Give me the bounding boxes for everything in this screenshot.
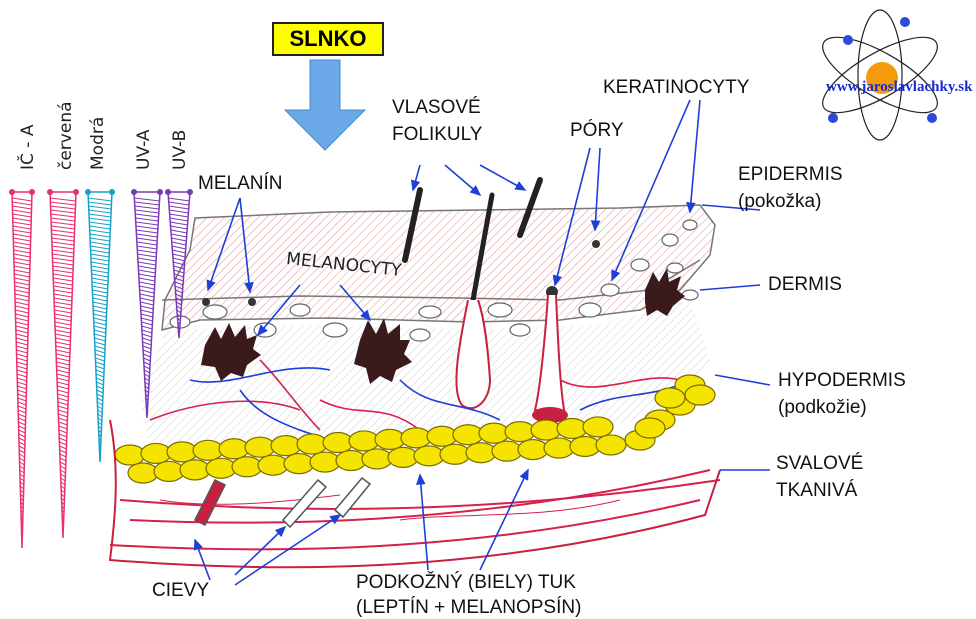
fat-cell (336, 451, 366, 471)
fat-cell (232, 457, 262, 477)
label-dermis: DERMIS (768, 274, 842, 296)
spectrum-label-ir: IČ - A (18, 125, 38, 170)
label-pokozka: (pokožka) (738, 191, 821, 213)
fat-cell (310, 452, 340, 472)
spectrum-label-blue: Modrá (88, 117, 108, 170)
spectrum-wedge (12, 192, 32, 548)
fat-cell (115, 445, 145, 465)
fat-cell (544, 438, 574, 458)
fat-cell (297, 434, 327, 454)
spectrum-label-uva: UV-A (134, 130, 154, 170)
fat-cell (635, 418, 665, 438)
label-melanin: MELANÍN (198, 173, 282, 195)
fat-cell (557, 418, 587, 438)
fat-cell (453, 425, 483, 445)
fat-cell (685, 385, 715, 405)
logo-website-text: www.jaroslavlachky.sk (826, 79, 972, 96)
fat-cell (349, 431, 379, 451)
fat-cell (466, 443, 496, 463)
fat-cell (596, 435, 626, 455)
label-tuk: PODKOŽNÝ (BIELY) TUK (356, 572, 576, 594)
fat-cell (583, 417, 613, 437)
label-folikuly: FOLIKULY (392, 124, 482, 146)
spectrum-label-red: červená (56, 101, 76, 170)
fat-cell (414, 446, 444, 466)
fat-cell (388, 447, 418, 467)
spectrum-label-uvb: UV-B (170, 130, 190, 170)
fat-cell (180, 460, 210, 480)
sun-label: SLNKO (272, 22, 384, 56)
fat-cell (167, 442, 197, 462)
fat-cell (219, 439, 249, 459)
label-tkaniva: TKANIVÁ (776, 480, 857, 502)
label-epidermis: EPIDERMIS (738, 164, 843, 186)
fat-cell (206, 458, 236, 478)
fat-cell (245, 437, 275, 457)
label-hypodermis: HYPODERMIS (778, 370, 906, 392)
label-pory: PÓRY (570, 120, 624, 142)
fat-cell (655, 388, 685, 408)
label-svalove: SVALOVÉ (776, 453, 863, 475)
fat-cell (440, 444, 470, 464)
fat-cell (128, 463, 158, 483)
fat-cell (570, 436, 600, 456)
fat-cell (427, 426, 457, 446)
fat-cell (284, 454, 314, 474)
fat-cell (375, 429, 405, 449)
fat-cell (154, 461, 184, 481)
fat-cell (141, 443, 171, 463)
fat-cell (518, 440, 548, 460)
label-podkozie: (podkožie) (778, 397, 867, 419)
fat-cell (193, 440, 223, 460)
label-vlasove: VLASOVÉ (392, 97, 481, 119)
label-tuk-sub: (LEPTÍN + MELANOPSÍN) (356, 597, 581, 619)
fat-cell (531, 420, 561, 440)
fat-cell (258, 455, 288, 475)
fat-cell (401, 428, 431, 448)
label-keratinocyty: KERATINOCYTY (603, 77, 749, 99)
atom-logo (813, 10, 948, 140)
label-cievy: CIEVY (152, 580, 209, 602)
fat-cell (479, 423, 509, 443)
sun-arrow (285, 60, 365, 150)
fat-cell (271, 436, 301, 456)
fat-cell (323, 433, 353, 453)
fat-cell (505, 422, 535, 442)
fat-cell (492, 441, 522, 461)
fat-cell (362, 449, 392, 469)
